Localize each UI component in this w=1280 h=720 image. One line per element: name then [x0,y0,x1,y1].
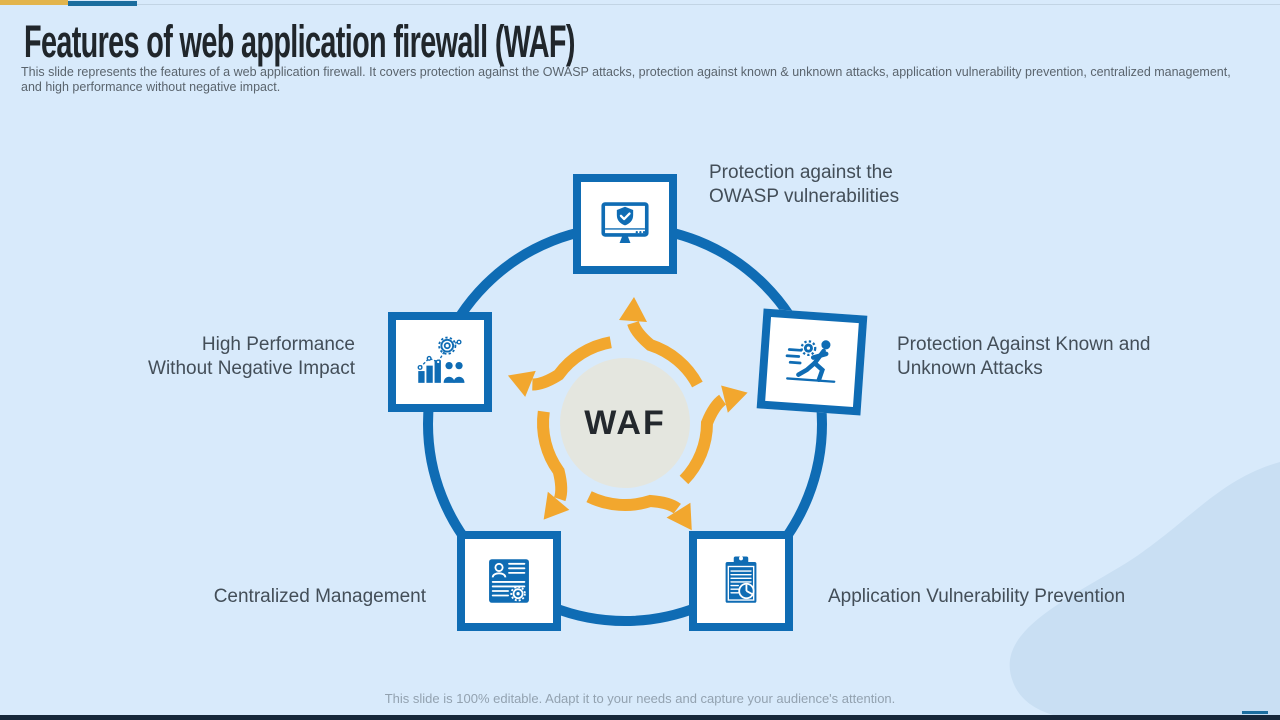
corner-blob-shape [1009,462,1280,720]
management-id-card-icon [489,559,529,603]
feature-label-owasp-protection: Protection against the OWASP vulnerabili… [709,162,900,207]
waf-center-circle: WAF [560,358,690,488]
secure-monitor-icon [601,202,649,244]
feature-label-known-unknown-attacks: Protection Against Known and Unknown Att… [897,334,1151,379]
feature-box-owasp-protection [573,174,677,274]
feature-box-high-performance [388,312,492,412]
top-divider-line [0,4,1280,5]
fast-attack-runner-icon [785,340,836,383]
performance-chart-icon [417,336,465,383]
radial-arrows [492,297,767,567]
feature-box-vulnerability-prevention [689,531,793,631]
page-title: Features of web application firewall (WA… [24,16,575,67]
bottom-bar [0,715,1280,720]
page-subtitle: This slide represents the features of a … [21,65,1231,94]
feature-label-vulnerability-prevention: Application Vulnerability Prevention [828,586,1126,607]
feature-label-high-performance: High Performance Without Negative Impact [148,334,355,379]
feature-label-centralized-management: Centralized Management [213,586,426,607]
feature-box-centralized-management [457,531,561,631]
arrow-icon [619,297,703,388]
accent-bar-blue [68,1,137,6]
footer-note: This slide is 100% editable. Adapt it to… [384,691,896,706]
bottom-accent-line [1242,711,1268,714]
waf-center-label: WAF [584,403,666,442]
accent-bar-yellow [0,0,68,5]
vulnerability-clipboard-icon [725,556,757,603]
feature-box-known-unknown-attacks [756,308,868,416]
